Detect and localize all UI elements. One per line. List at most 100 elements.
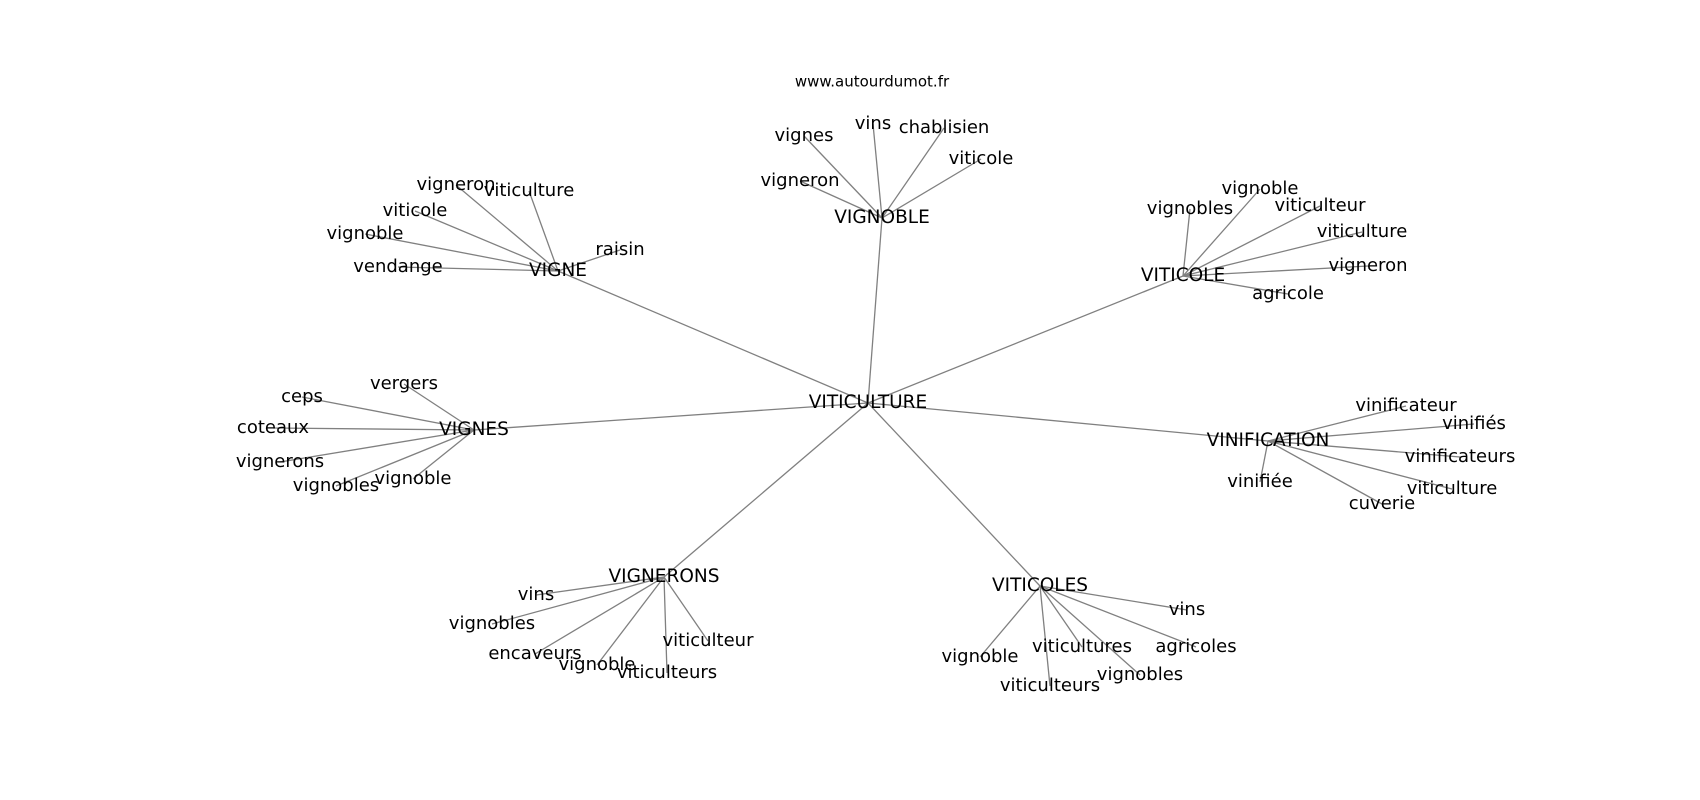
hub-node-label-vignerons: VIGNERONS bbox=[609, 566, 720, 587]
edge-vigne-to-vigneron bbox=[455, 184, 559, 272]
edge-vignes-to-vignoble bbox=[412, 429, 475, 480]
edge-vigne-to-viticole bbox=[414, 210, 559, 272]
leaf-node-label-vignerons-vignoble: vignoble bbox=[558, 654, 635, 675]
leaf-node-label-vinification-cuverie: cuverie bbox=[1349, 493, 1416, 514]
leaf-node-label-viticoles-vignoble: vignoble bbox=[941, 646, 1018, 667]
edge-root-to-vignes bbox=[473, 402, 869, 431]
leaf-node-label-viticoles-viticulteurs: viticulteurs bbox=[1000, 675, 1100, 696]
edge-vignoble-to-viticole bbox=[881, 158, 982, 219]
leaf-node-label-vinification-vinifiee: vinifiée bbox=[1227, 471, 1293, 492]
edge-viticoles-to-vignoble bbox=[979, 585, 1041, 658]
edge-vignoble-to-vins bbox=[872, 123, 883, 219]
leaf-node-label-vignes-vignobles: vignobles bbox=[293, 475, 379, 496]
hub-node-label-viticoles: VITICOLES bbox=[992, 575, 1088, 596]
leaf-node-label-viticole-vignoble: vignoble bbox=[1221, 178, 1298, 199]
edge-viticole-to-vigneron bbox=[1182, 265, 1369, 277]
leaf-node-label-vinification-viticulture: viticulture bbox=[1407, 478, 1498, 499]
edge-vinification-to-vinificateur bbox=[1267, 405, 1407, 442]
edge-root-to-viticoles bbox=[867, 402, 1041, 587]
edge-vignes-to-vignobles bbox=[335, 429, 475, 487]
edge-root-to-viticole bbox=[867, 275, 1184, 404]
leaf-node-label-viticole-vigneron: vigneron bbox=[1329, 255, 1408, 276]
leaf-node-label-vigne-viticulture: viticulture bbox=[484, 180, 575, 201]
leaf-node-label-viticole-vignobles: vignobles bbox=[1147, 198, 1233, 219]
leaf-node-label-vignes-ceps: ceps bbox=[281, 386, 323, 407]
edge-root-to-vignerons bbox=[663, 402, 869, 578]
edge-root-to-vinification bbox=[867, 402, 1269, 442]
leaf-node-label-vigne-viticole: viticole bbox=[383, 200, 448, 221]
hub-node-label-vignes: VIGNES bbox=[439, 419, 509, 440]
leaf-node-label-vignoble-chablisien: chablisien bbox=[899, 117, 990, 138]
leaf-node-label-vinification-vinificateur: vinificateur bbox=[1355, 395, 1457, 416]
edge-viticole-to-vignobles bbox=[1182, 208, 1191, 277]
leaf-node-label-viticole-viticulteur: viticulteur bbox=[1275, 195, 1367, 216]
leaf-node-label-vignoble-viticole: viticole bbox=[949, 148, 1014, 169]
edge-vignerons-to-vins bbox=[535, 576, 665, 596]
leaf-node-label-vignerons-encaveurs: encaveurs bbox=[488, 643, 581, 664]
edge-vigne-to-raisin bbox=[557, 249, 621, 272]
leaf-node-label-vignerons-vignobles: vignobles bbox=[449, 613, 535, 634]
edge-vignoble-to-chablisien bbox=[881, 127, 945, 219]
leaf-node-label-vignes-vignoble: vignoble bbox=[374, 468, 451, 489]
leaf-node-label-viticoles-vignobles: vignobles bbox=[1097, 664, 1183, 685]
leaf-node-label-viticoles-vins: vins bbox=[1169, 599, 1205, 620]
leaf-node-label-viticoles-agricoles: agricoles bbox=[1155, 636, 1236, 657]
hub-node-label-vigne: VIGNE bbox=[529, 260, 587, 281]
leaf-node-label-vignes-coteaux: coteaux bbox=[237, 417, 309, 438]
leaf-node-label-vignerons-vins: vins bbox=[518, 584, 554, 605]
leaf-node-label-vinification-vinificateurs: vinificateurs bbox=[1405, 446, 1516, 467]
edge-vignes-to-ceps bbox=[301, 396, 475, 431]
edge-viticoles-to-viticultures bbox=[1039, 585, 1083, 648]
hub-node-label-viticole: VITICOLE bbox=[1141, 265, 1225, 286]
edge-vinification-to-viticulture bbox=[1267, 440, 1453, 490]
leaf-node-label-vignoble-vigneron: vigneron bbox=[761, 170, 840, 191]
source-watermark: www.autourdumot.fr bbox=[795, 73, 950, 91]
leaf-node-label-vigne-raisin: raisin bbox=[595, 239, 644, 260]
edge-root-to-vignoble bbox=[867, 217, 883, 404]
edge-viticole-to-viticulteur bbox=[1182, 205, 1321, 277]
edge-vigne-to-viticulture bbox=[528, 190, 559, 272]
leaf-node-label-vignerons-viticulteurs: viticulteurs bbox=[617, 662, 717, 683]
edge-vignoble-to-vignes bbox=[803, 135, 883, 219]
leaf-node-label-vinification-vinifies: vinifiés bbox=[1442, 413, 1506, 434]
leaf-node-label-vigne-vignoble: vignoble bbox=[326, 223, 403, 244]
edge-vignes-to-vignerons bbox=[279, 429, 475, 463]
edge-vignes-to-coteaux bbox=[272, 427, 475, 431]
edge-viticoles-to-vignobles bbox=[1039, 585, 1141, 676]
hub-node-label-vignoble: VIGNOBLE bbox=[834, 207, 930, 228]
edge-viticole-to-viticulture bbox=[1182, 231, 1363, 277]
edges-layer bbox=[272, 123, 1475, 687]
leaf-node-label-vignerons-viticulteur: viticulteur bbox=[663, 630, 755, 651]
edge-vignes-to-vergers bbox=[403, 383, 475, 431]
edge-vignerons-to-vignoble bbox=[596, 576, 665, 666]
edge-vinification-to-vinifies bbox=[1267, 423, 1475, 442]
leaf-node-label-vignoble-vins: vins bbox=[855, 113, 891, 134]
edge-viticoles-to-viticulteurs bbox=[1039, 585, 1051, 687]
edge-vinification-to-vinificateurs bbox=[1267, 440, 1461, 458]
edge-vignerons-to-viticulteurs bbox=[663, 576, 668, 674]
edge-vigne-to-vendange bbox=[397, 266, 559, 272]
leaf-node-label-viticole-viticulture: viticulture bbox=[1317, 221, 1408, 242]
edge-viticoles-to-vins bbox=[1039, 585, 1188, 611]
edge-vignerons-to-viticulteur bbox=[663, 576, 709, 642]
leaf-node-label-viticoles-viticultures: viticultures bbox=[1032, 636, 1132, 657]
edge-vinification-to-vinifiee bbox=[1259, 440, 1269, 483]
labels-layer: VITICULTURE VIGNOBLE vignes vins chablisien v… bbox=[236, 113, 1516, 696]
edge-vignerons-to-vignobles bbox=[491, 576, 665, 625]
leaf-node-label-vignes-vergers: vergers bbox=[370, 373, 438, 394]
edge-root-to-vigne bbox=[557, 270, 869, 404]
hub-node-label-vinification: VINIFICATION bbox=[1207, 430, 1330, 451]
leaf-node-label-vignoble-vignes: vignes bbox=[775, 125, 834, 146]
edge-viticoles-to-agricoles bbox=[1039, 585, 1197, 648]
edge-viticole-to-agricole bbox=[1182, 275, 1289, 295]
leaf-node-label-viticole-agricole: agricole bbox=[1252, 283, 1324, 304]
leaf-node-label-vignes-vignerons: vignerons bbox=[236, 451, 324, 472]
root-node-label: VITICULTURE bbox=[809, 392, 927, 413]
edge-vignerons-to-encaveurs bbox=[534, 576, 665, 655]
edge-vinification-to-cuverie bbox=[1267, 440, 1383, 505]
edge-viticole-to-vignoble bbox=[1182, 188, 1261, 277]
leaf-node-label-vigne-vigneron: vigneron bbox=[417, 174, 496, 195]
leaf-node-label-vigne-vendange: vendange bbox=[353, 256, 443, 277]
edge-vignoble-to-vigneron bbox=[799, 180, 883, 219]
